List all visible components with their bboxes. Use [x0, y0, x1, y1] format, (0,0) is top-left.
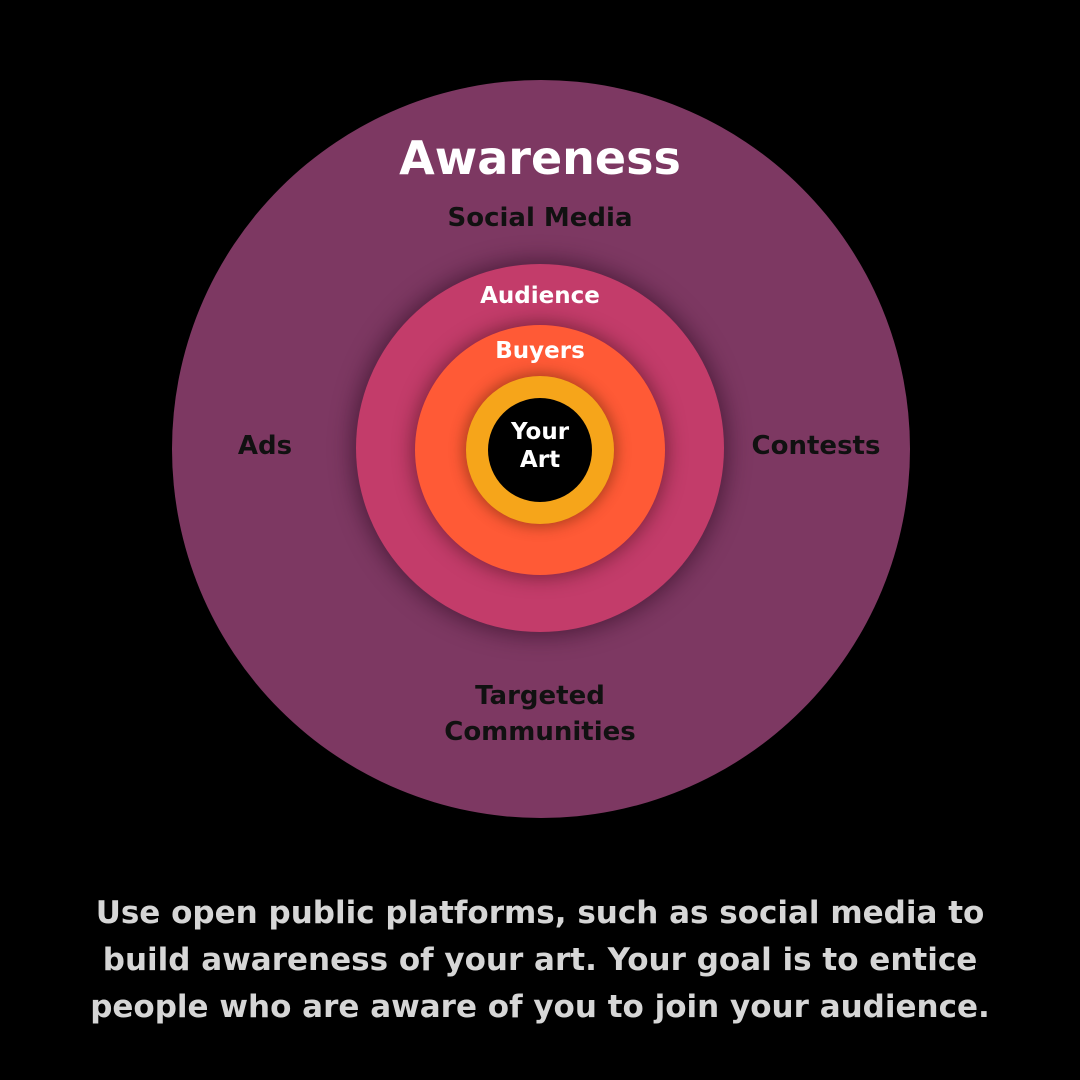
your-art-core-circle — [488, 398, 592, 502]
audience-label: Audience — [480, 283, 600, 309]
channel-social-media: Social Media — [447, 203, 633, 233]
your-art-line1: Your — [510, 419, 570, 445]
channel-ads: Ads — [237, 431, 293, 461]
buyers-label: Buyers — [495, 338, 585, 364]
caption-line3: people who are aware of you to join your… — [90, 989, 990, 1025]
caption-line2: build awareness of your art. Your goal i… — [102, 942, 978, 978]
awareness-title: Awareness — [399, 131, 681, 185]
your-art-line2: Art — [519, 447, 561, 473]
caption-line1: Use open public platforms, such as socia… — [95, 895, 985, 931]
caption-text: Use open public platforms, such as socia… — [40, 890, 1040, 1031]
channel-targeted-communities: Targeted Communities — [380, 678, 700, 750]
channel-targeted-line1: Targeted — [475, 681, 605, 711]
your-art-label: Your Art — [488, 418, 592, 474]
channel-contests: Contests — [751, 431, 881, 461]
channel-targeted-line2: Communities — [444, 717, 636, 747]
